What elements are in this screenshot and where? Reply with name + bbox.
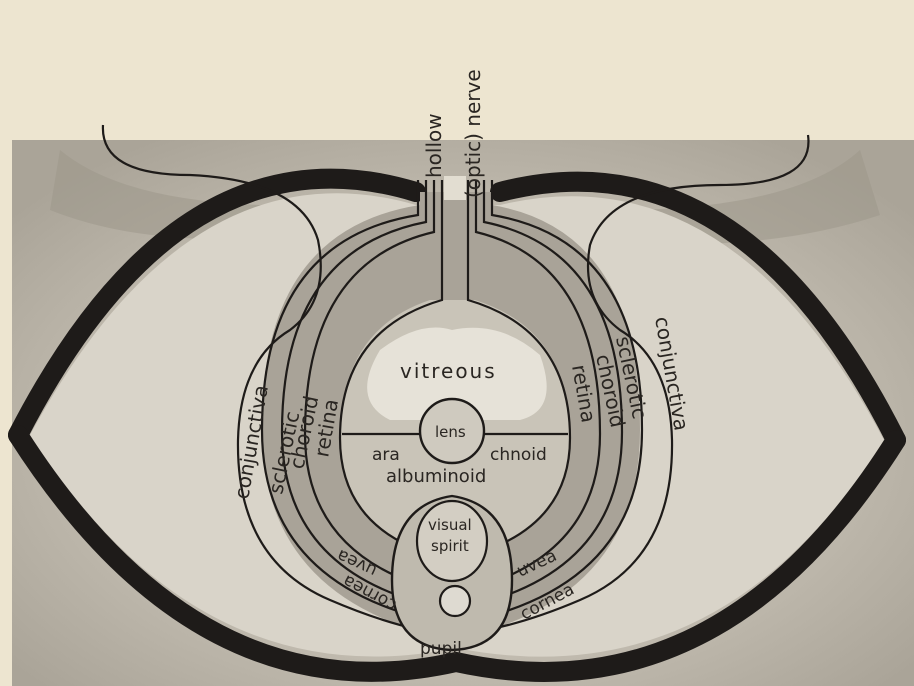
label-ara: ara <box>372 445 400 465</box>
label-chnoid: chnoid <box>490 445 547 465</box>
label-visual: visual <box>428 516 472 534</box>
label-hollow: hollow <box>422 113 446 178</box>
label-optic-nerve: (optic) nerve <box>461 69 485 198</box>
label-pupil: pupil <box>420 639 462 659</box>
label-lens: lens <box>435 423 466 441</box>
label-vitreous: vitreous <box>400 359 497 383</box>
pupil-circle <box>440 586 470 616</box>
label-spirit: spirit <box>431 537 469 555</box>
label-albuminoid: albuminoid <box>386 466 486 487</box>
